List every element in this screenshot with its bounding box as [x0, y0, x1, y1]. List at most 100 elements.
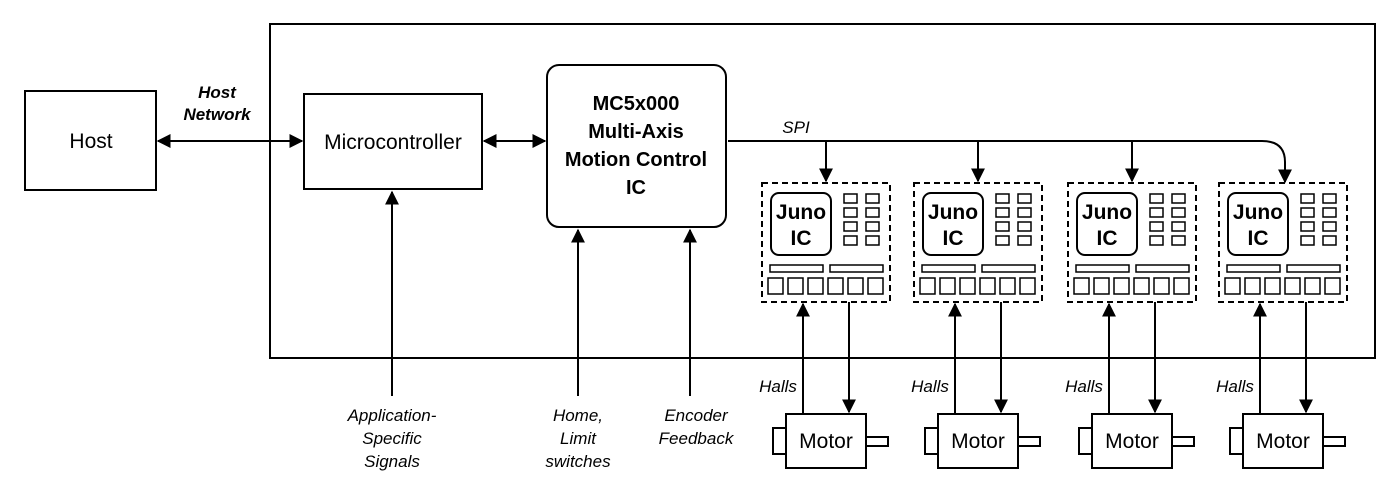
board-connector-pin — [1284, 277, 1301, 295]
motor-label: Motor — [1105, 430, 1159, 453]
halls-label: Halls — [911, 377, 949, 396]
board-connector-pin — [919, 277, 936, 295]
motor-shaft — [1322, 436, 1346, 447]
juno-chip-label-line1: Juno — [928, 201, 978, 224]
board-component — [1322, 193, 1337, 204]
board-component — [843, 193, 858, 204]
motor-label: Motor — [951, 430, 1005, 453]
board-connector-pin — [1133, 277, 1150, 295]
motor-label: Motor — [1256, 430, 1310, 453]
juno-chip — [922, 192, 984, 256]
host-label: Host — [69, 130, 112, 153]
motor-endcap — [1078, 427, 1093, 455]
juno-chip-label-line1: Juno — [776, 201, 826, 224]
board-connector-pin — [807, 277, 824, 295]
motor-endcap — [1229, 427, 1244, 455]
board-component — [843, 207, 858, 218]
board-connector-pin — [999, 277, 1016, 295]
board-bar — [769, 264, 824, 273]
mc5x000-block: MC5x000 Multi-Axis Motion Control IC — [546, 64, 727, 228]
app-signals-line1: Application- — [347, 406, 437, 425]
board-component — [1300, 221, 1315, 232]
board-bar — [1075, 264, 1130, 273]
app-signals-line3: Signals — [364, 452, 420, 471]
board-bar — [829, 264, 884, 273]
board-connector-pin — [827, 277, 844, 295]
motor-label: Motor — [799, 430, 853, 453]
board-component — [1017, 207, 1032, 218]
board-connector-pin — [847, 277, 864, 295]
halls-label: Halls — [759, 377, 797, 396]
mc5x000-line3: Motion Control — [565, 149, 707, 171]
board-component — [1300, 193, 1315, 204]
board-connector-pin — [979, 277, 996, 295]
mc5x000-line1: MC5x000 — [593, 93, 680, 115]
board-connector-pin — [1304, 277, 1321, 295]
board-component — [865, 235, 880, 246]
board-component — [1171, 235, 1186, 246]
board-component — [1322, 235, 1337, 246]
board-connector-pin — [1073, 277, 1090, 295]
juno-chip — [1227, 192, 1289, 256]
halls-label: Halls — [1065, 377, 1103, 396]
board-component — [1322, 207, 1337, 218]
board-bar — [981, 264, 1036, 273]
board-connector-pin — [1324, 277, 1341, 295]
board-connector-pin — [939, 277, 956, 295]
board-bar — [1135, 264, 1190, 273]
board-component — [1149, 221, 1164, 232]
board-component — [865, 221, 880, 232]
board-component — [1017, 235, 1032, 246]
motor-shaft — [1171, 436, 1195, 447]
encoder-feedback-line2: Feedback — [659, 429, 735, 448]
board-component — [843, 221, 858, 232]
board-component — [995, 193, 1010, 204]
board-connector-pin — [1224, 277, 1241, 295]
board-connector-pin — [1244, 277, 1261, 295]
motor-endcap — [924, 427, 939, 455]
microcontroller-label: Microcontroller — [324, 131, 462, 154]
motor-endcap — [772, 427, 787, 455]
board-component — [1300, 235, 1315, 246]
home-limit-line2: Limit — [560, 429, 597, 448]
board-connector-pin — [787, 277, 804, 295]
motor-shaft — [865, 436, 889, 447]
juno-board-outline — [1067, 182, 1197, 303]
spi-label: SPI — [782, 118, 810, 137]
board-connector-pin — [867, 277, 884, 295]
board-connector-pin — [1264, 277, 1281, 295]
board-component — [1149, 193, 1164, 204]
board-component — [865, 193, 880, 204]
juno-chip-label-line2: IC — [1248, 227, 1269, 250]
home-limit-line3: switches — [545, 452, 611, 471]
encoder-feedback-line1: Encoder — [664, 406, 729, 425]
board-component — [1300, 207, 1315, 218]
board-connector-pin — [1173, 277, 1190, 295]
app-signals-line2: Specific — [362, 429, 422, 448]
board-bar — [921, 264, 976, 273]
board-component — [1171, 193, 1186, 204]
board-component — [843, 235, 858, 246]
juno-chip-label-line1: Juno — [1082, 201, 1132, 224]
mc5x000-line4: IC — [626, 177, 646, 199]
board-component — [1149, 207, 1164, 218]
board-component — [995, 235, 1010, 246]
board-component — [1017, 221, 1032, 232]
board-bar — [1226, 264, 1281, 273]
board-component — [865, 207, 880, 218]
board-connector-pin — [767, 277, 784, 295]
board-component — [1171, 221, 1186, 232]
juno-chip-label-line2: IC — [791, 227, 812, 250]
board-component — [1171, 207, 1186, 218]
board-component — [1149, 235, 1164, 246]
host-block: Host — [24, 90, 157, 191]
juno-chip-label-line2: IC — [1097, 227, 1118, 250]
board-connector-pin — [1019, 277, 1036, 295]
system-enclosure — [269, 23, 1376, 359]
board-component — [1017, 193, 1032, 204]
board-component — [995, 221, 1010, 232]
